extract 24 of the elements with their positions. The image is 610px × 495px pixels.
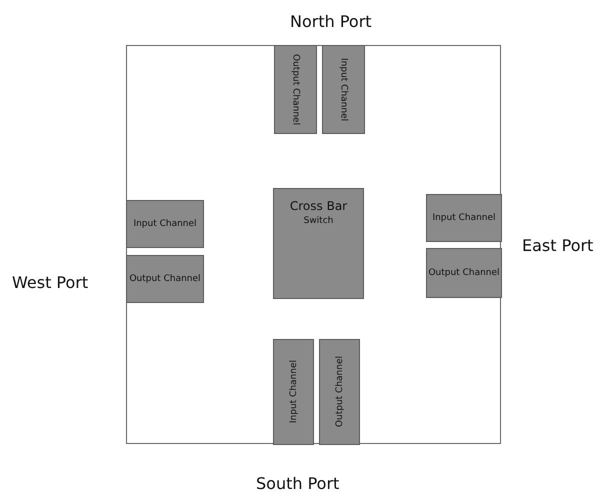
channel-box	[126, 255, 204, 303]
channel-label: Output Channel	[334, 356, 344, 428]
port-label: South Port	[256, 474, 340, 493]
port-label: North Port	[290, 12, 372, 31]
channel-label: Output Channel	[290, 54, 300, 126]
channel-label: Output Channel	[129, 274, 201, 284]
channel-box	[273, 339, 314, 445]
port-label: East Port	[522, 236, 594, 255]
switch-title: Cross Bar	[290, 199, 348, 213]
channel-box	[319, 339, 360, 445]
channel-label: Input Channel	[133, 219, 197, 229]
switch-subtitle: Switch	[304, 216, 334, 226]
router-box	[126, 45, 501, 444]
switch-box	[273, 188, 364, 299]
channel-label: Input Channel	[288, 360, 298, 424]
channel-box	[274, 45, 317, 134]
channel-box	[426, 248, 502, 298]
channel-box	[426, 194, 502, 242]
channel-label: Input Channel	[338, 58, 348, 122]
channel-box	[126, 200, 204, 248]
port-label: West Port	[12, 273, 88, 292]
channel-label: Output Channel	[428, 268, 500, 278]
channel-label: Input Channel	[432, 213, 496, 223]
channel-box	[322, 45, 365, 134]
